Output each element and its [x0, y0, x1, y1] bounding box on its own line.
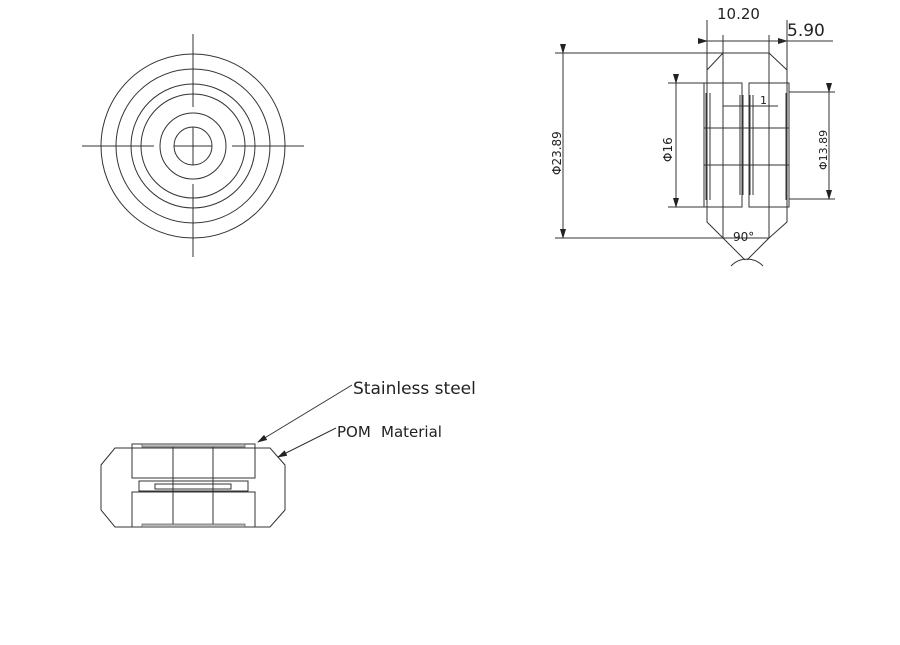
- dim-outer-diameter: Φ23.89: [550, 131, 564, 175]
- dim-angle: 90°: [733, 230, 754, 244]
- section-view: [100, 384, 353, 528]
- dim-bearing-diameter: Φ16: [661, 137, 675, 162]
- dim-width-part: 5.90: [787, 21, 825, 41]
- dim-gap: 1: [760, 94, 767, 107]
- dim-inner-diameter: Φ13.89: [817, 130, 830, 170]
- label-pom: POM: [337, 423, 371, 441]
- front-view: [82, 34, 304, 257]
- label-material: Material: [381, 423, 442, 441]
- side-view: [555, 20, 835, 267]
- dim-width-total: 10.20: [717, 5, 760, 23]
- label-stainless-steel: Stainless steel: [353, 379, 476, 399]
